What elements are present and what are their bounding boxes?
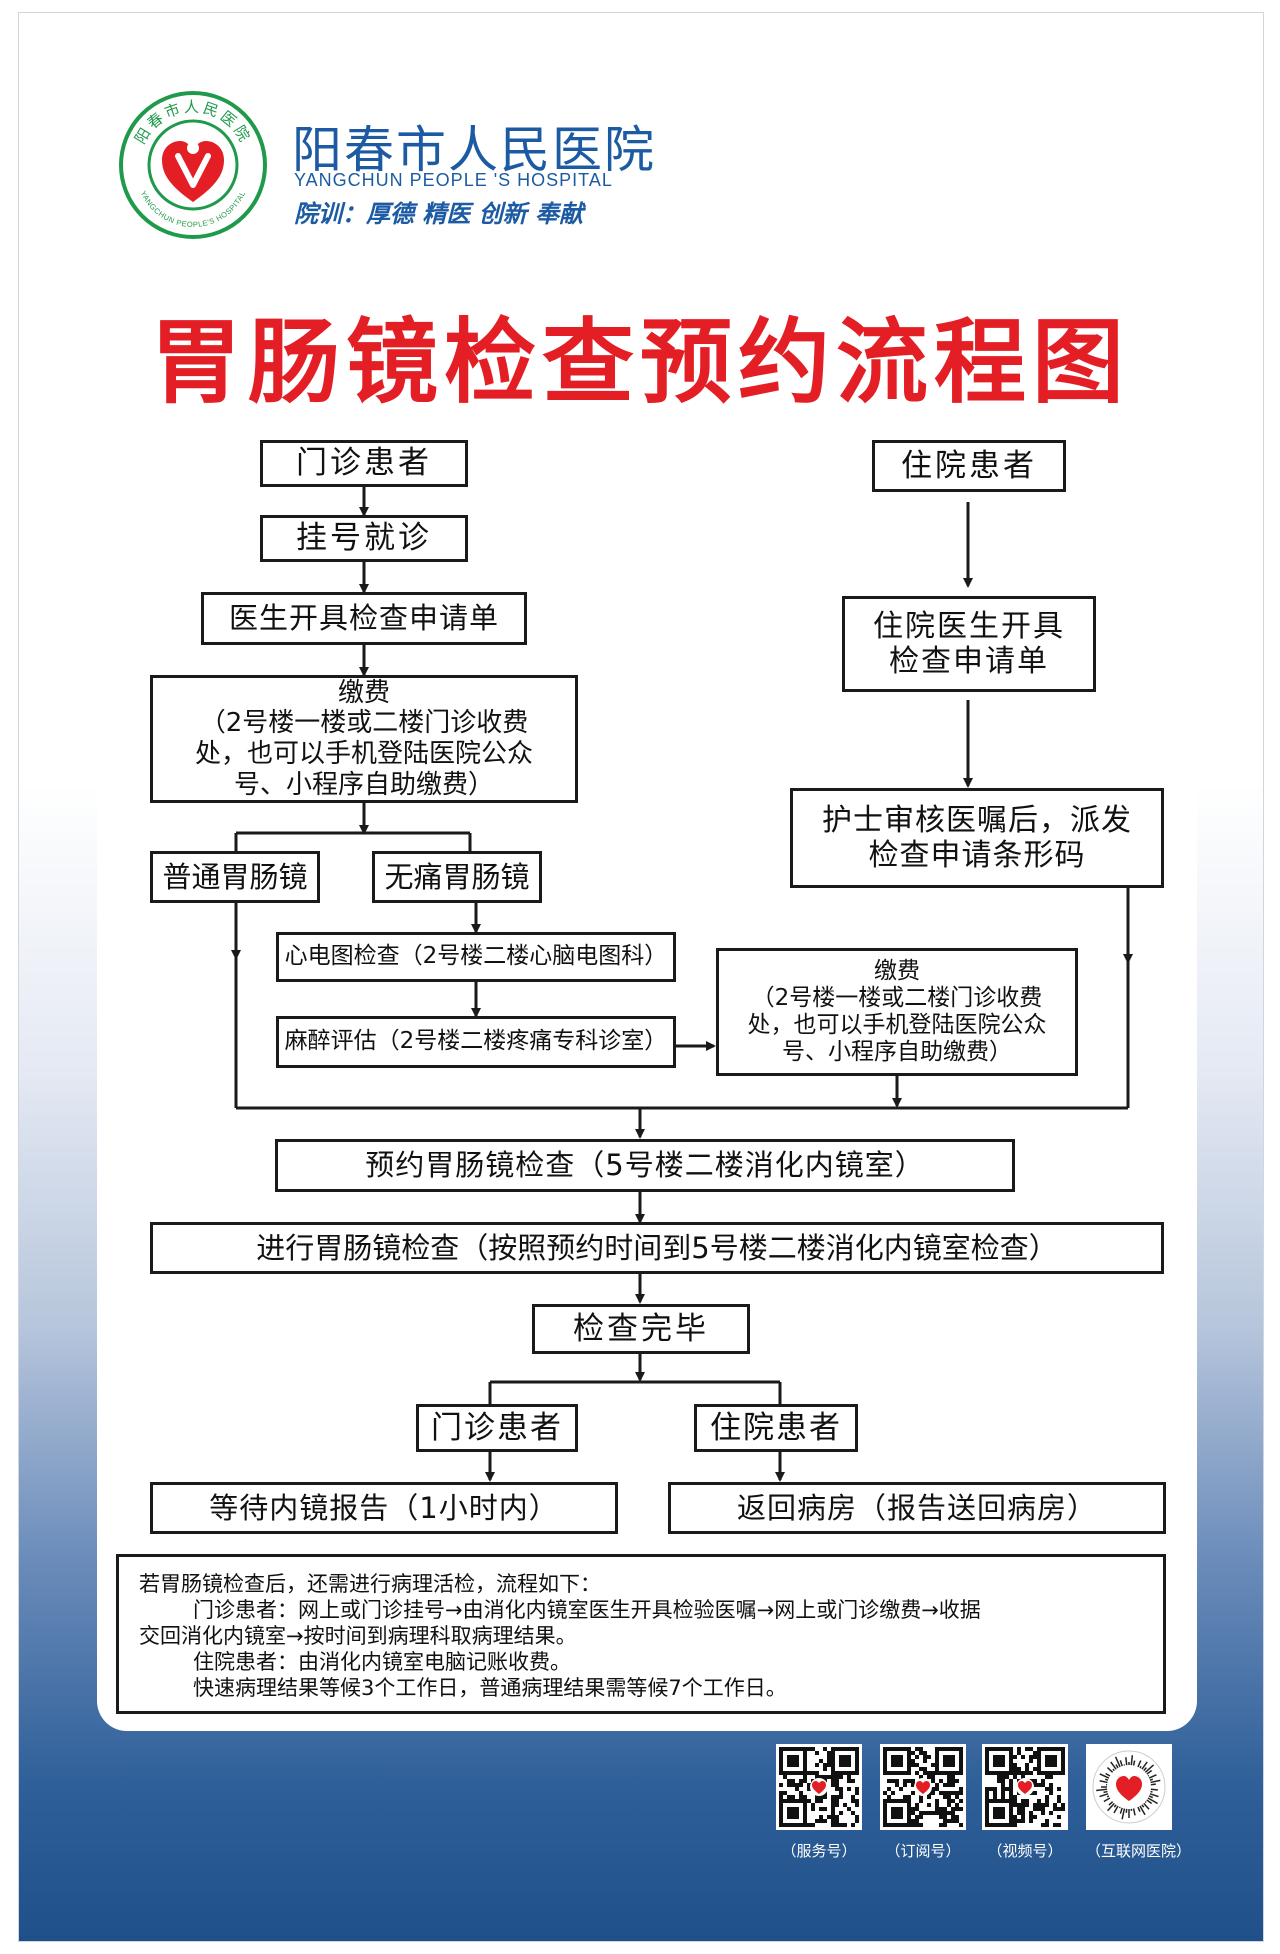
inpatient-doctor-order-box: 住院医生开具 检查申请单 — [842, 596, 1096, 692]
payment-box-1: 缴费 （2号楼一楼或二楼门诊收费 处，也可以手机登陆医院公众 号、小程序自助缴费… — [150, 675, 578, 803]
qr-code-icon[interactable] — [880, 1744, 966, 1830]
logo-figure-icon — [175, 153, 211, 188]
hospital-motto: 院训：厚德 精医 创新 奉献 — [294, 199, 584, 228]
qr-service: （服务号） — [776, 1744, 862, 1861]
qr-label: （视频号） — [987, 1842, 1063, 1860]
outpatient-box-2: 门诊患者 — [416, 1404, 578, 1452]
note-line: 交回消化内镜室→按时间到病理科取病理结果。 — [139, 1624, 577, 1648]
note-line: 门诊患者：网上或门诊挂号→由消化内镜室医生开具检验医嘱→网上或门诊缴费→收据 — [193, 1598, 981, 1622]
qr-internet-hospital: （互联网医院） — [1086, 1744, 1192, 1861]
qr-code-icon[interactable] — [982, 1744, 1068, 1830]
page-title: 胃肠镜检查预约流程图 — [149, 309, 1130, 416]
qr-label: （互联网医院） — [1086, 1842, 1192, 1860]
inpatient-box-2: 住院患者 — [694, 1404, 858, 1452]
register-box: 挂号就诊 — [260, 515, 468, 562]
painless-scope-box: 无痛胃肠镜 — [372, 851, 542, 903]
hospital-logo: 阳春市人民医院 YANGCHUN PEOPLE'S HOSPITAL — [119, 91, 267, 239]
pathology-note: 若胃肠镜检查后，还需进行病理活检，流程如下： 门诊患者：网上或门诊挂号→由消化内… — [116, 1554, 1166, 1714]
hospital-name: 阳春市人民医院 — [292, 121, 656, 179]
booking-box: 预约胃肠镜检查（5号楼二楼消化内镜室） — [275, 1139, 1015, 1192]
ecg-box: 心电图检查（2号楼二楼心脑电图科） — [276, 932, 676, 982]
normal-scope-box: 普通胃肠镜 — [150, 851, 320, 903]
qr-code-icon[interactable] — [776, 1744, 862, 1830]
anesthesia-box: 麻醉评估（2号楼二楼疼痛专科诊室） — [276, 1016, 676, 1068]
outpatient-box: 门诊患者 — [260, 440, 468, 487]
done-box: 检查完毕 — [532, 1304, 750, 1354]
inpatient-box: 住院患者 — [872, 440, 1066, 492]
qr-video: （视频号） — [982, 1744, 1068, 1861]
note-line: 快速病理结果等候3个工作日，普通病理结果需等候7个工作日。 — [193, 1676, 787, 1700]
nurse-review-box: 护士审核医嘱后，派发 检查申请条形码 — [790, 788, 1164, 888]
mini-program-code-icon[interactable] — [1086, 1744, 1172, 1830]
exam-box: 进行胃肠镜检查（按照预约时间到5号楼二楼消化内镜室检查） — [150, 1222, 1164, 1274]
hospital-name-en: YANGCHUN PEOPLE 'S HOSPITAL — [294, 170, 613, 190]
return-ward-box: 返回病房（报告送回病房） — [668, 1482, 1166, 1534]
note-line: 若胃肠镜检查后，还需进行病理活检，流程如下： — [139, 1572, 601, 1596]
qr-label: （订阅号） — [885, 1842, 961, 1860]
qr-subscription: （订阅号） — [880, 1744, 966, 1861]
doctor-order-box: 医生开具检查申请单 — [201, 592, 527, 645]
qr-label: （服务号） — [781, 1842, 857, 1860]
note-line: 住院患者：由消化内镜室电脑记账收费。 — [193, 1650, 571, 1674]
wait-report-box: 等待内镜报告（1小时内） — [150, 1482, 618, 1534]
payment-box-2: 缴费 （2号楼一楼或二楼门诊收费 处，也可以手机登陆医院公众 号、小程序自助缴费… — [716, 948, 1078, 1076]
